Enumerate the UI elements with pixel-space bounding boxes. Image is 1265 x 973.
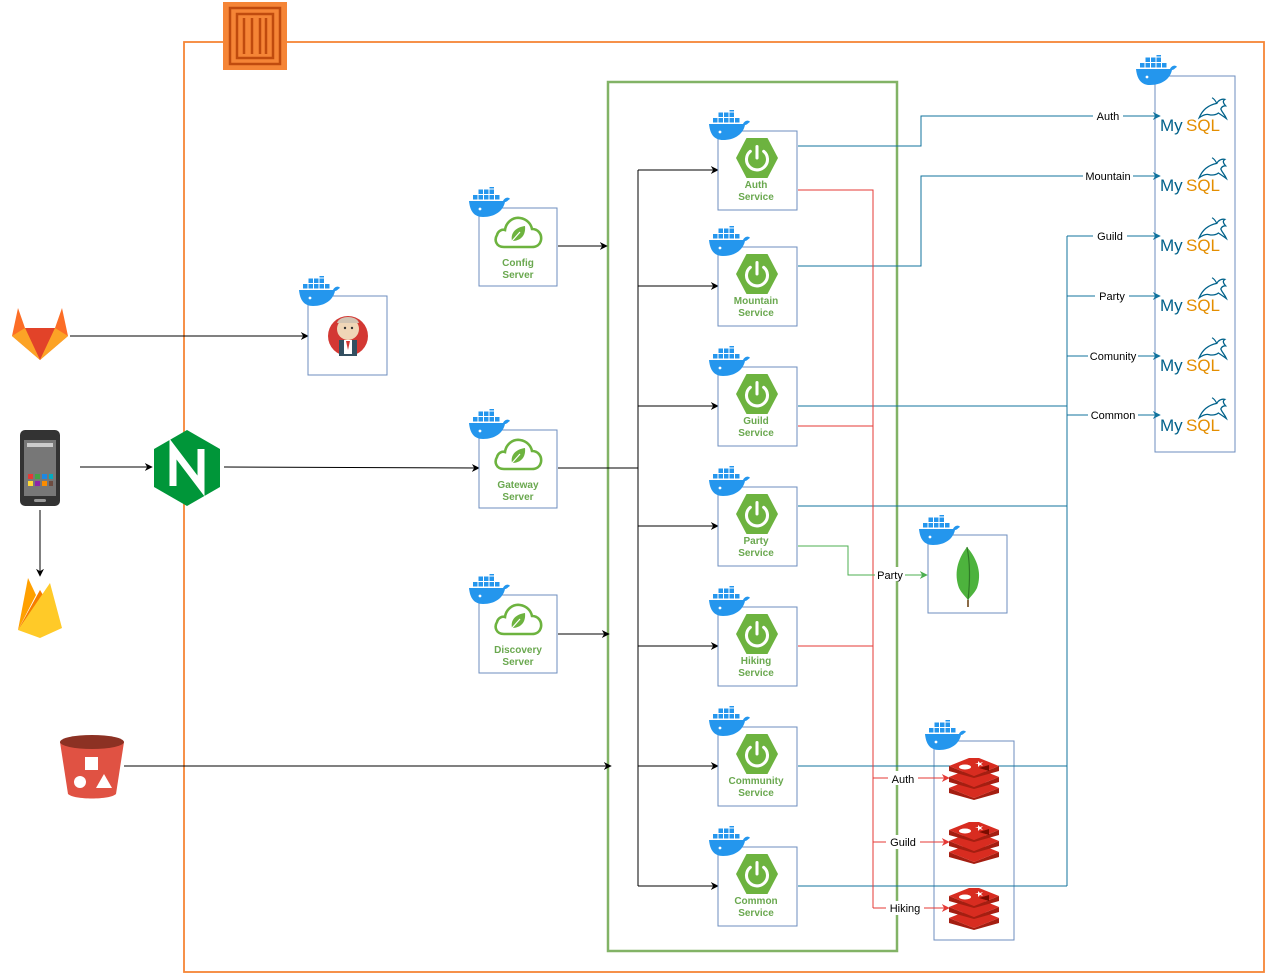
service-label: Party bbox=[743, 536, 768, 547]
service-label: Guild bbox=[743, 416, 769, 427]
cloud-server-gateway: Gateway Server bbox=[469, 409, 558, 509]
edge-label-guild-db: Guild bbox=[1097, 231, 1123, 243]
redis-icon bbox=[949, 888, 999, 930]
service-label: Service bbox=[738, 908, 774, 919]
redis-icon bbox=[949, 822, 999, 864]
mysql-container-box bbox=[1154, 75, 1236, 453]
nginx-icon bbox=[154, 430, 220, 506]
cloud-server-config: Config Server bbox=[469, 187, 558, 287]
service-label: Service bbox=[738, 788, 774, 799]
firebase-icon bbox=[18, 578, 62, 638]
cloud-server-discovery: Discovery Server bbox=[469, 574, 558, 674]
svg-text:My: My bbox=[1160, 296, 1183, 315]
edge-label-party-mongo: Party bbox=[877, 570, 903, 582]
service-label: Service bbox=[738, 548, 774, 559]
service-label: Hiking bbox=[741, 656, 772, 667]
jenkins-icon bbox=[328, 316, 368, 356]
mysql-icon: My SQL bbox=[1160, 337, 1228, 375]
redis-icon bbox=[949, 758, 999, 800]
service-community: Community Service bbox=[709, 706, 798, 807]
edge-label-auth-redis: Auth bbox=[892, 774, 915, 786]
svg-text:SQL: SQL bbox=[1186, 116, 1220, 135]
docker-icon bbox=[919, 515, 960, 545]
smartphone-icon bbox=[20, 430, 60, 506]
mysql-icon: My SQL bbox=[1160, 277, 1228, 315]
service-label: Community bbox=[729, 776, 784, 787]
svg-text:SQL: SQL bbox=[1186, 356, 1220, 375]
edge-label-party-db: Party bbox=[1099, 291, 1125, 303]
edge-label-hiking-redis: Hiking bbox=[890, 903, 921, 915]
service-label: Service bbox=[738, 668, 774, 679]
cloud-server-label: Config bbox=[502, 258, 534, 269]
gitlab-icon bbox=[12, 308, 68, 360]
service-guild: Guild Service bbox=[709, 346, 798, 447]
service-auth: Auth Service bbox=[709, 110, 798, 211]
cloud-server-label: Server bbox=[502, 657, 533, 668]
mysql-icon: My SQL bbox=[1160, 217, 1228, 255]
service-mountain: Mountain Service bbox=[709, 226, 798, 327]
redis-container-box bbox=[933, 740, 1015, 941]
mysql-icon: My SQL bbox=[1160, 97, 1228, 135]
mongodb-icon bbox=[956, 546, 980, 607]
microservice-cluster-boundary bbox=[606, 80, 899, 953]
docker-icon bbox=[299, 276, 340, 306]
cloud-server-label: Server bbox=[502, 270, 533, 281]
cloud-server-label: Discovery bbox=[494, 645, 542, 656]
edge-label-auth-db: Auth bbox=[1097, 111, 1120, 123]
cache-edge-labels: Party Auth Guild Hiking bbox=[875, 567, 924, 915]
service-label: Service bbox=[738, 308, 774, 319]
svg-text:My: My bbox=[1160, 116, 1183, 135]
svg-text:My: My bbox=[1160, 416, 1183, 435]
svg-text:SQL: SQL bbox=[1186, 176, 1220, 195]
service-party: Party Service bbox=[709, 466, 798, 567]
svg-text:SQL: SQL bbox=[1186, 236, 1220, 255]
service-label: Auth bbox=[745, 180, 768, 191]
edge-label-common-db: Common bbox=[1091, 410, 1136, 422]
ec2-instance-boundary bbox=[183, 41, 1265, 973]
mysql-icon: My SQL bbox=[1160, 397, 1228, 435]
service-label: Mountain bbox=[734, 296, 778, 307]
cloud-server-label: Gateway bbox=[497, 480, 539, 491]
service-label: Common bbox=[734, 896, 777, 907]
service-hiking: Hiking Service bbox=[709, 586, 798, 687]
docker-icon bbox=[1136, 55, 1177, 85]
svg-text:SQL: SQL bbox=[1186, 296, 1220, 315]
service-common: Common Service bbox=[709, 826, 798, 927]
mongodb-container-box bbox=[927, 534, 1008, 614]
mysql-edge-labels: Auth Mountain Guild Party Comunity Commo… bbox=[1083, 108, 1138, 422]
svg-text:My: My bbox=[1160, 356, 1183, 375]
cloud-server-label: Server bbox=[502, 492, 533, 503]
service-label: Service bbox=[738, 192, 774, 203]
ec2-instance-icon bbox=[223, 2, 287, 70]
svg-text:My: My bbox=[1160, 176, 1183, 195]
svg-text:SQL: SQL bbox=[1186, 416, 1220, 435]
mysql-database-list: My SQL My SQL My SQL My SQL My SQL My SQ… bbox=[1160, 97, 1228, 435]
service-label: Service bbox=[738, 428, 774, 439]
mysql-icon: My SQL bbox=[1160, 157, 1228, 195]
s3-bucket-icon bbox=[60, 735, 124, 799]
jenkins-container-box bbox=[307, 295, 388, 376]
edge-label-guild-redis: Guild bbox=[890, 837, 916, 849]
edge-label-mountain-db: Mountain bbox=[1085, 171, 1130, 183]
docker-icon bbox=[925, 720, 966, 750]
edge-label-community-db: Comunity bbox=[1090, 351, 1137, 363]
svg-text:My: My bbox=[1160, 236, 1183, 255]
